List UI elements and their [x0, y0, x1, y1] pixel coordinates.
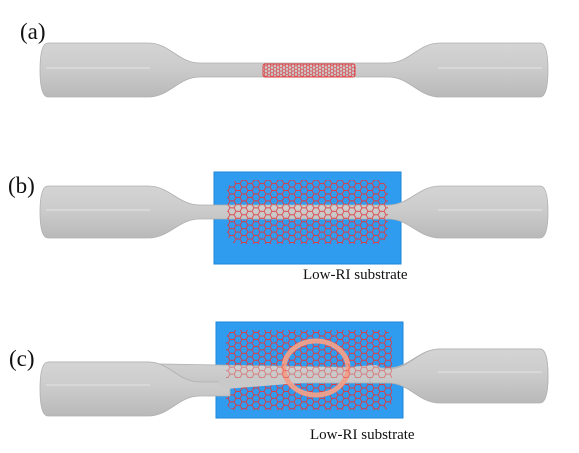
panel-c-label: (c): [9, 346, 35, 371]
panel-c: [39, 321, 549, 419]
graphene-wrap: [262, 63, 356, 78]
graphene-overlay: [227, 205, 388, 219]
fiber-left-pigtail: [39, 361, 231, 417]
fiber-right-pigtail: [369, 348, 549, 404]
panel-a-label: (a): [20, 19, 46, 44]
panel-b-label: (b): [8, 173, 35, 198]
panel-a: [39, 42, 549, 98]
panel-c-substrate-caption: Low-RI substrate: [310, 427, 415, 443]
panel-b: [39, 171, 549, 265]
graphene-overlay: [226, 364, 392, 378]
panel-b-substrate-caption: Low-RI substrate: [303, 267, 408, 283]
